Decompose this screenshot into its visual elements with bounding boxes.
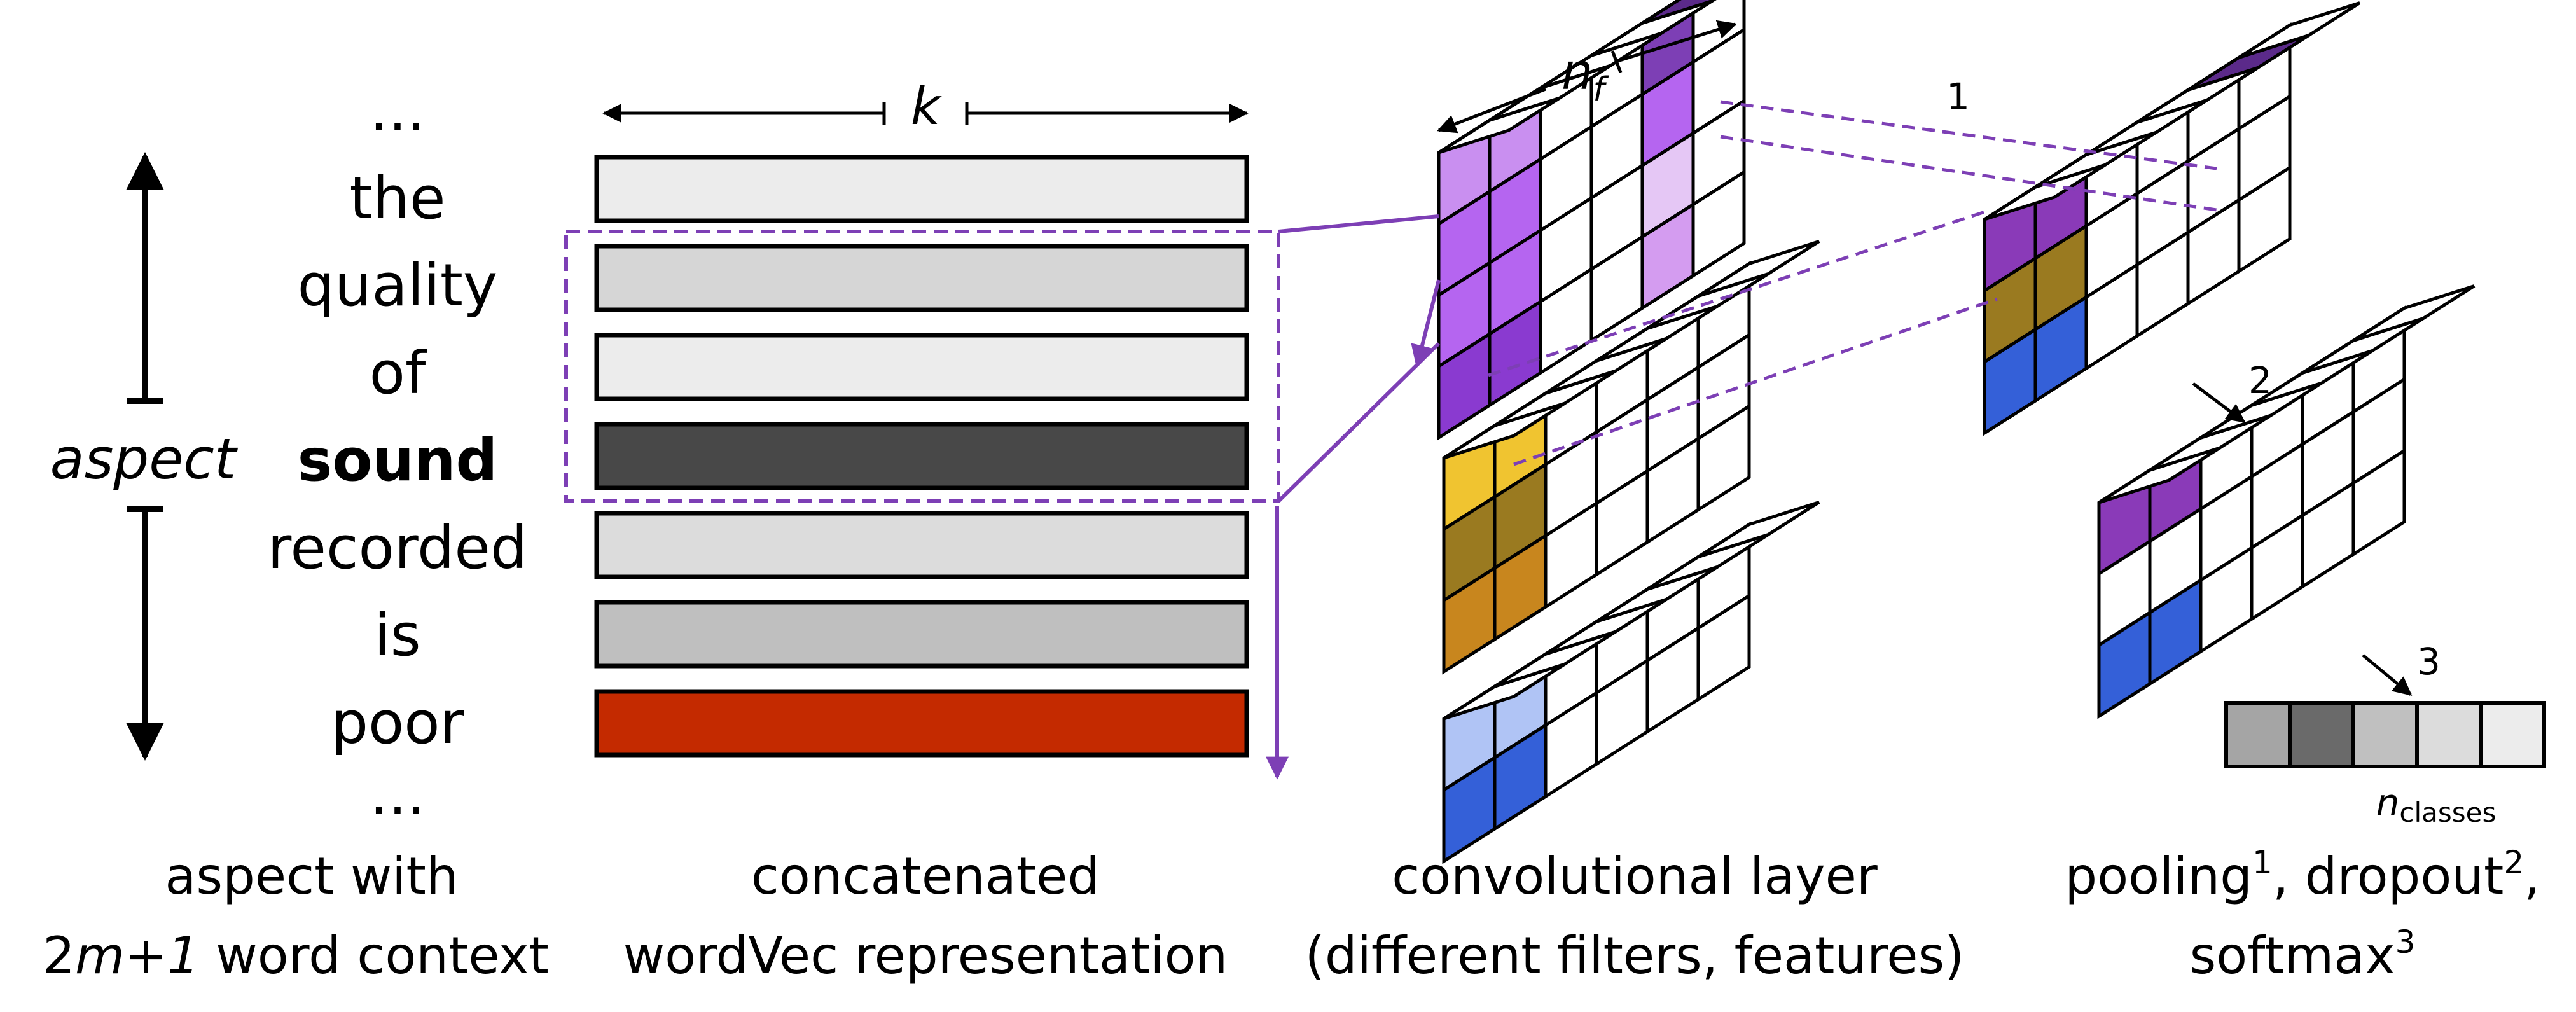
- conv-tensor-blue: [1442, 501, 1820, 864]
- caption-aspect-rest: word context: [200, 926, 549, 985]
- window-to-conv-connectors: [1266, 214, 1441, 780]
- step-label-3: 3: [2417, 640, 2441, 683]
- caption-sup-1: 1: [2252, 844, 2273, 881]
- wordvec-bar: [594, 244, 1249, 312]
- tensor-top-cell: [2352, 284, 2476, 342]
- nclasses-sub: classes: [2399, 797, 2496, 828]
- caption-dropout: , dropout: [2273, 847, 2504, 906]
- word-sound: sound: [298, 426, 498, 494]
- wordvec-bar: [594, 600, 1249, 669]
- k-dimension: [602, 102, 1249, 125]
- conv-tensor-purple: [1437, 0, 1746, 441]
- word-context-column: ... the quality of sound recorded is poo…: [268, 76, 528, 828]
- aspect-label: aspect: [50, 426, 239, 492]
- word-quality: quality: [298, 251, 498, 319]
- word-is: is: [374, 601, 421, 669]
- wordvec-bar: [594, 422, 1249, 490]
- softmax-cell: [2224, 701, 2292, 768]
- caption-conv-line2: (different filters, features): [1305, 926, 1965, 985]
- caption-softmax: softmax: [2190, 926, 2395, 985]
- wordvec-bar: [594, 155, 1249, 223]
- caption-concat-line2: wordVec representation: [623, 926, 1228, 985]
- nf-label-n: n: [1562, 44, 1593, 101]
- caption-pooling: pooling: [2065, 847, 2252, 906]
- tensor-top-cell: [1697, 240, 1820, 298]
- nf-dimension: [1437, 20, 1737, 134]
- word-ellipsis-top: ...: [370, 76, 426, 144]
- aspect-range-arrows: [126, 152, 164, 761]
- caption-pool-line2: softmax3: [2190, 924, 2416, 985]
- nclasses-n: n: [2376, 781, 2400, 824]
- caption-concat-line1: concatenated: [751, 847, 1100, 906]
- filter-window-box: [564, 230, 1280, 503]
- step-label-2: 2: [2248, 359, 2272, 402]
- word-the: the: [350, 164, 446, 232]
- caption-aspect-2: 2: [43, 926, 75, 985]
- step-label-1: 1: [1946, 75, 1970, 118]
- wordvec-bar: [594, 689, 1249, 758]
- wordvec-bars: [594, 155, 1249, 758]
- dropout-tensor: [2097, 284, 2476, 719]
- tensor-cell: [1691, 169, 1746, 279]
- softmax-cell: [2415, 701, 2483, 768]
- softmax-cell: [2479, 701, 2546, 768]
- caption-aspect-line2: 2m+1 word context: [43, 926, 549, 985]
- step-arrows: [2192, 382, 2413, 696]
- conv-tensor-gold: [1442, 240, 1820, 675]
- tensor-cell: [1696, 403, 1751, 513]
- softmax-cell: [2288, 701, 2355, 768]
- k-label: k: [911, 77, 942, 136]
- tensor-top-cell: [1697, 501, 1820, 558]
- caption-sup-2: 2: [2503, 844, 2524, 881]
- word-ellipsis-bottom: ...: [370, 760, 426, 828]
- softmax-output: [2224, 701, 2546, 768]
- softmax-cell: [2351, 701, 2419, 768]
- word-poor: poor: [331, 689, 464, 757]
- caption-pool-line1: pooling1, dropout2,: [2065, 844, 2540, 906]
- pooled-tensor: [1983, 1, 2361, 436]
- pooling-connectors: [1488, 100, 2217, 466]
- caption-comma: ,: [2524, 847, 2540, 906]
- tensor-top-cell: [2238, 1, 2361, 59]
- caption-sup-3: 3: [2395, 924, 2416, 960]
- caption-aspect-1: 1: [167, 926, 200, 985]
- wordvec-bar: [594, 333, 1249, 401]
- tensor-top-cell: [1641, 0, 1717, 25]
- tensor-cell: [2351, 447, 2406, 558]
- caption-aspect-m: m: [75, 926, 125, 985]
- word-recorded: recorded: [268, 514, 528, 582]
- nclasses-label: nclasses: [2376, 781, 2496, 828]
- tensor-cell: [1696, 592, 1751, 703]
- captions: aspect with 2m+1 word context concatenat…: [43, 844, 2540, 985]
- caption-aspect-plus: +: [125, 926, 167, 985]
- caption-aspect-line1: aspect with: [165, 847, 458, 906]
- tensor-group: [1437, 0, 2476, 864]
- word-of: of: [370, 339, 427, 407]
- tensor-cell: [2237, 164, 2292, 275]
- caption-conv-line1: convolutional layer: [1392, 847, 1878, 906]
- wordvec-bar: [594, 511, 1249, 579]
